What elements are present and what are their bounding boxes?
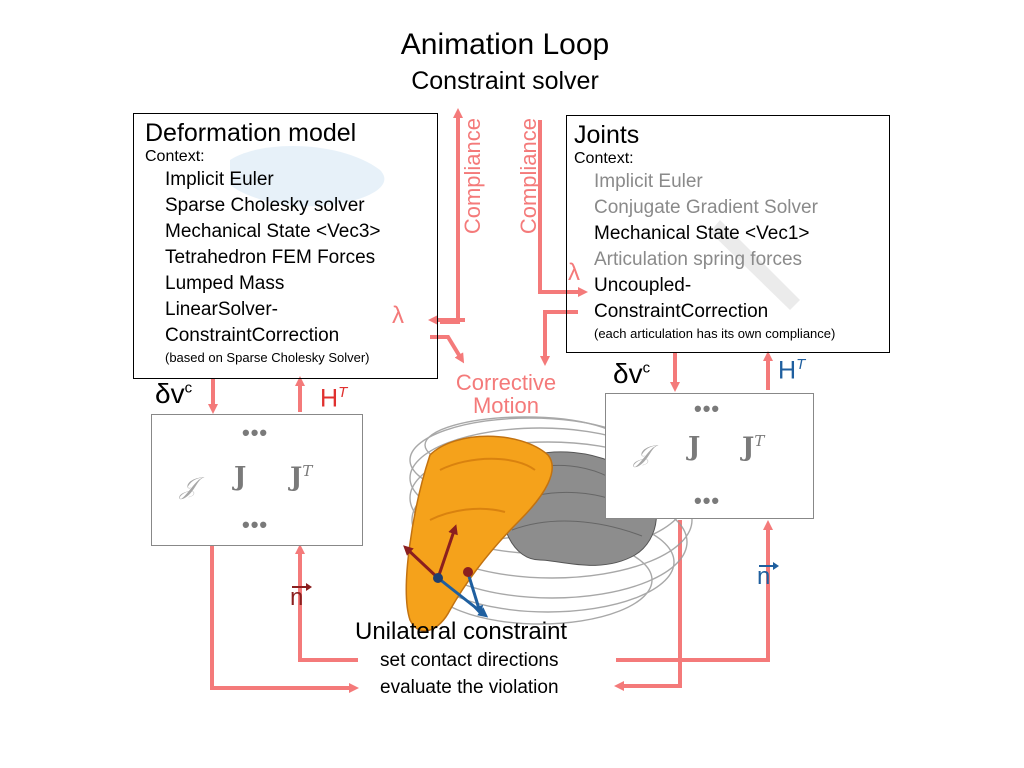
vector-arrow-icon: [759, 562, 779, 570]
right-item: ConstraintCorrection: [594, 301, 769, 322]
right-item-gray: Implicit Euler: [594, 171, 703, 192]
right-item: Uncoupled-: [594, 275, 692, 296]
right-script-j: 𝒥: [634, 440, 651, 468]
left-item: LinearSolver-: [165, 299, 278, 320]
left-note: (based on Sparse Cholesky Solver): [165, 350, 370, 365]
corrective-line-1: Corrective: [455, 370, 557, 395]
corrective-right-arrow: [540, 310, 578, 366]
unilateral-heading: Unilateral constraint: [355, 618, 568, 645]
faint-joint-right: [710, 220, 800, 310]
left-item: Lumped Mass: [165, 273, 285, 294]
left-matrix-box: [151, 414, 363, 546]
right-item-state: Mechanical State <Vec1>: [594, 223, 810, 244]
left-item: Implicit Euler: [165, 169, 274, 190]
right-dots-bottom: •••: [694, 488, 721, 513]
corrective-line-2: Motion: [472, 393, 540, 418]
compliance-right-label: Compliance: [516, 118, 541, 235]
evaluate-label: evaluate the violation: [380, 677, 559, 698]
set-contact-to-n-left-arrow: [295, 544, 358, 662]
right-note: (each articulation has its own complianc…: [594, 326, 836, 341]
left-to-evaluate-arrow: [210, 546, 359, 693]
left-context-label: Context:: [145, 148, 205, 165]
left-dots-bottom: •••: [242, 512, 269, 537]
faint-mesh-left: [230, 146, 385, 207]
left-item: Sparse Cholesky solver: [165, 195, 365, 216]
ht-right-label: HT: [778, 356, 806, 385]
n-left-label: n: [290, 583, 312, 612]
vector-arrow-icon: [292, 583, 312, 591]
n-right-label: n: [757, 562, 779, 591]
right-to-evaluate-arrow: [614, 520, 682, 691]
compliance-left-label: Compliance: [460, 118, 485, 235]
left-item: ConstraintCorrection: [165, 325, 340, 346]
deformation-model-box: Deformation model Context: Implicit Eule…: [133, 113, 438, 379]
joints-heading: Joints: [574, 121, 640, 149]
delta-v-left-label: δvc: [155, 378, 193, 409]
left-dots-top: •••: [242, 420, 269, 445]
compliance-right-arrow: [538, 120, 588, 297]
left-j: J: [234, 462, 247, 492]
left-item: Tetrahedron FEM Forces: [165, 247, 376, 268]
right-dots-top: •••: [694, 396, 721, 421]
lambda-right-label: λ: [568, 259, 580, 286]
right-item-gray: Articulation spring forces: [594, 249, 803, 270]
joints-box: Joints Context: Implicit Euler Conjugate…: [566, 115, 890, 353]
diagram-subtitle: Constraint solver: [411, 67, 599, 95]
right-matrix-box: [605, 393, 814, 519]
right-jt: JT: [742, 432, 765, 463]
deformation-model-heading: Deformation model: [145, 119, 357, 147]
left-script-j: 𝒥: [180, 472, 197, 500]
ht-left-label: HT: [320, 384, 348, 413]
lambda-left-label: λ: [392, 302, 404, 329]
diagram-title: Animation Loop: [400, 28, 610, 61]
right-j: J: [688, 432, 701, 462]
corrective-motion-label: Corrective Motion: [446, 371, 566, 417]
set-contact-label: set contact directions: [380, 650, 559, 671]
delta-v-right-label: δvc: [613, 358, 651, 389]
set-contact-to-n-right-arrow: [616, 520, 773, 662]
compliance-left-arrow: [440, 108, 463, 324]
right-item-gray: Conjugate Gradient Solver: [594, 197, 818, 218]
right-context-label: Context:: [574, 150, 634, 167]
corrective-left-arrow: [430, 335, 465, 364]
left-jt: JT: [290, 462, 313, 493]
left-item: Mechanical State <Vec3>: [165, 221, 381, 242]
